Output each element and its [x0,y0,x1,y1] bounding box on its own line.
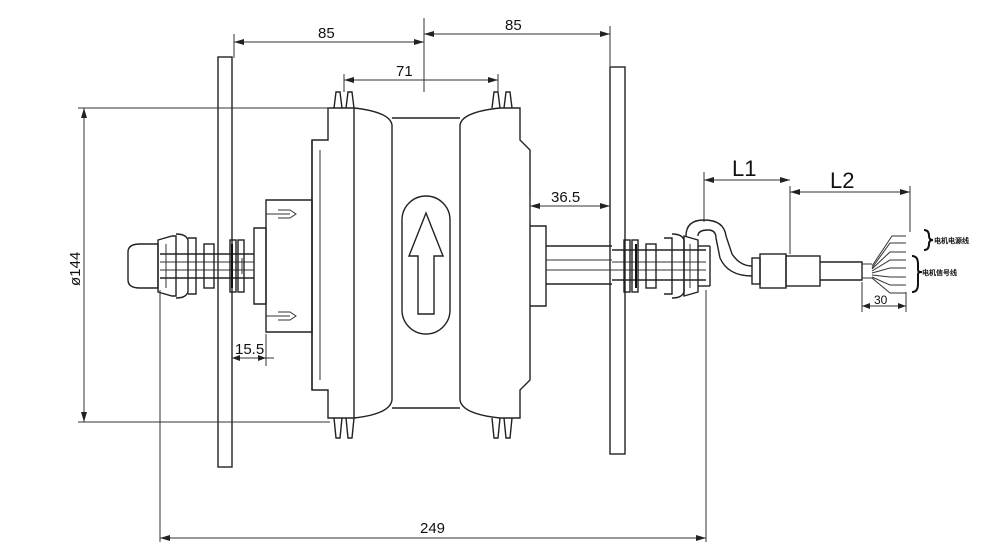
dimension-36-5: 36.5 [529,189,610,220]
dimension-249: 249 [159,290,707,542]
dim-label-l1: L1 [732,156,756,181]
hub-body [311,91,531,439]
dim-label-15-5: 15.5 [235,341,264,358]
motor-cable [685,219,934,294]
wire-label-power: 电机电源线 [934,236,969,245]
dim-label-l2: L2 [830,168,854,193]
dimension-15-5: 15.5 [232,334,274,366]
right-flange-plate [609,66,626,455]
dim-label-85-left: 85 [318,25,335,42]
dim-label-249: 249 [420,520,445,537]
dimension-30: 30 [861,282,907,312]
dimension-diameter-144: ø144 [67,107,330,423]
right-axle-assembly [530,225,711,307]
dimension-85-right: 85 [423,17,611,92]
dimension-71: 71 [343,63,499,92]
dim-label-85-right: 85 [505,17,522,34]
dimension-85-left: 85 [233,25,424,58]
dim-label-30: 30 [874,293,888,307]
dimension-l2: L2 [790,168,911,232]
up-arrow-icon [407,211,445,315]
dim-label-36-5: 36.5 [551,189,580,206]
rotation-indicator-frame [401,195,451,335]
dim-label-71: 71 [396,63,413,80]
dimension-l1: L1 [703,156,791,254]
left-axle-assembly [127,199,313,333]
dim-label-diameter: ø144 [67,252,84,286]
wire-label-signal: 电机信号线 [922,268,957,277]
